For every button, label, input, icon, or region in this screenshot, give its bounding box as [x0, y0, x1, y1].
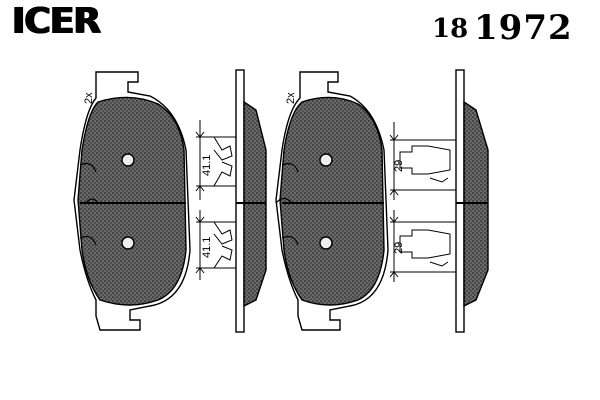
left-dimension-marks — [195, 120, 236, 280]
right-backing-plate — [275, 71, 389, 331]
part-number: 1972 — [474, 8, 573, 48]
icer-logo: ICER — [12, 1, 101, 42]
left-friction-material — [77, 96, 187, 306]
dim-lower-right: 29 — [393, 242, 405, 254]
part-number-prefix: 18 — [432, 14, 469, 44]
qty-label-left: 2x — [83, 92, 95, 104]
left-pad-side-view — [235, 69, 267, 333]
right-side-backing — [455, 69, 465, 333]
right-pad-front-view — [275, 71, 389, 331]
right-pad-side-view — [455, 69, 489, 333]
dim-upper-left: 41.1 — [201, 155, 213, 176]
left-backing-plate — [73, 71, 191, 331]
dim-upper-right: 29 — [393, 160, 405, 172]
right-friction-material — [279, 96, 385, 306]
left-pad-front-view — [73, 71, 191, 331]
left-side-backing — [235, 69, 245, 333]
right-dimension-marks — [389, 122, 456, 282]
dim-lower-left: 41.1 — [201, 237, 213, 258]
qty-label-right: 2x — [285, 92, 297, 104]
